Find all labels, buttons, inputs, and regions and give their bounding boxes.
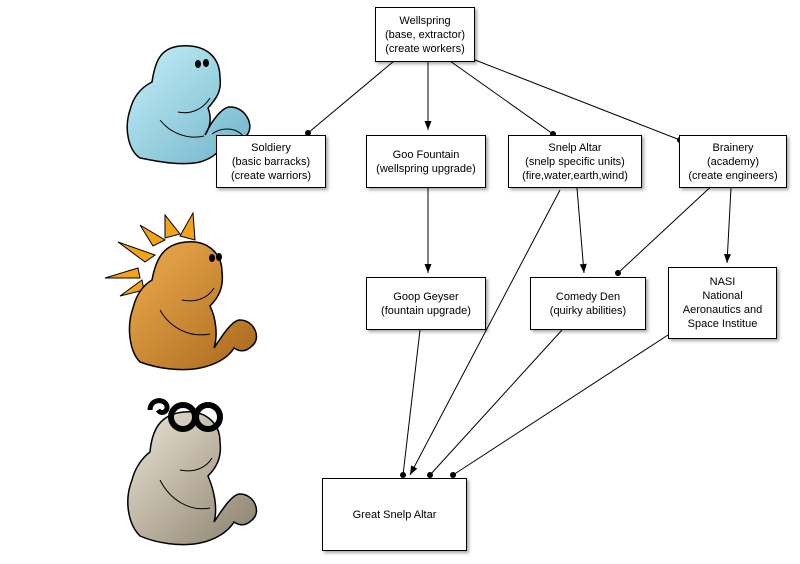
tan-glasses-creature bbox=[127, 398, 258, 546]
blue-creature-mouth bbox=[177, 97, 211, 114]
node-label-line: Soldiery bbox=[251, 141, 291, 154]
glasses-temple bbox=[147, 398, 170, 415]
edge-wellspring-to-snelp_altar bbox=[449, 60, 554, 135]
orange-creature-body bbox=[128, 241, 258, 371]
blue-creature-arm bbox=[159, 119, 205, 138]
edge-arrowhead-icon bbox=[579, 263, 587, 273]
blue-blob-creature bbox=[126, 45, 251, 165]
orange-creature-spike bbox=[104, 267, 141, 279]
node-label-line: (quirky abilities) bbox=[549, 304, 627, 317]
node-label-line: Goo Fountain bbox=[392, 148, 460, 161]
edge-brainery-to-nasi bbox=[726, 187, 732, 264]
node-goo-fountain[interactable]: Goo Fountain(wellspring upgrade) bbox=[366, 135, 486, 188]
orange-creature-spike bbox=[139, 224, 167, 247]
node-label-line: Goop Geyser bbox=[393, 290, 459, 303]
orange-creature-arm bbox=[159, 309, 211, 336]
edge-dot-icon bbox=[305, 130, 311, 136]
node-label-line: (create engineers) bbox=[688, 169, 778, 182]
node-wellspring[interactable]: Wellspring(base, extractor)(create worke… bbox=[375, 7, 475, 62]
edge-dot-icon bbox=[615, 270, 621, 276]
edge-comedy_den-to-great_snelp_altar bbox=[429, 329, 563, 476]
orange-creature-spike bbox=[117, 241, 157, 263]
blue-creature-eye bbox=[195, 60, 201, 68]
node-soldiery[interactable]: Soldiery(basic barracks)(create warriors… bbox=[216, 135, 326, 188]
orange-creature-eye bbox=[209, 254, 215, 262]
edge-arrowhead-icon bbox=[410, 465, 418, 475]
node-label-line: NASI bbox=[709, 276, 736, 288]
node-label-line: Snelp Altar bbox=[548, 141, 602, 154]
orange-creature-spike bbox=[119, 279, 145, 297]
node-label-line: Great Snelp Altar bbox=[352, 508, 437, 521]
node-label-line: (fountain upgrade) bbox=[381, 304, 471, 317]
node-label-line: (basic barracks) bbox=[231, 155, 311, 168]
edge-nasi-to-great_snelp_altar bbox=[452, 334, 669, 476]
tan-creature-body bbox=[127, 411, 258, 546]
node-label-line: (fire,water,earth,wind) bbox=[522, 169, 628, 182]
edge-snelp_altar-to-comedy_den bbox=[576, 187, 585, 274]
glasses-lens-right-icon bbox=[193, 402, 223, 432]
node-label-line: (base, extractor) bbox=[384, 28, 466, 41]
node-comedy-den[interactable]: Comedy Den(quirky abilities) bbox=[530, 277, 646, 330]
tan-creature-mouth bbox=[179, 457, 213, 472]
blue-creature-eye bbox=[203, 59, 209, 67]
node-label-line: (create warriors) bbox=[230, 169, 312, 182]
edge-arrowhead-icon bbox=[723, 253, 731, 263]
node-label-line: Brainery bbox=[712, 141, 754, 154]
node-label-line: (academy) bbox=[707, 155, 759, 168]
tan-creature-arm bbox=[159, 479, 211, 510]
orange-spiky-creature bbox=[104, 211, 258, 371]
orange-creature-spike bbox=[179, 211, 196, 241]
edge-goop_geyser-to-great_snelp_altar bbox=[402, 329, 421, 476]
blue-creature-body bbox=[126, 45, 251, 165]
edge-dot-icon bbox=[400, 472, 406, 478]
orange-creature-eye bbox=[216, 253, 222, 261]
edge-snelp_altar-to-great_snelp_altar bbox=[409, 189, 561, 476]
node-label-line: Wellspring bbox=[399, 14, 451, 27]
node-label-line: Space Institue bbox=[687, 318, 758, 330]
edge-arrowhead-icon bbox=[424, 264, 432, 273]
node-great-snelp-altar[interactable]: Great Snelp Altar bbox=[322, 478, 467, 551]
node-label-line: (snelp specific units) bbox=[525, 155, 625, 168]
node-label-line: Comedy Den bbox=[555, 290, 621, 303]
node-label-line: (create workers) bbox=[385, 42, 465, 55]
edge-dot-icon bbox=[450, 472, 456, 478]
diagram-edges bbox=[305, 57, 733, 478]
edge-wellspring-to-soldiery bbox=[307, 60, 395, 134]
node-label-line: Aeronautics and bbox=[682, 304, 763, 316]
node-brainery[interactable]: Brainery(academy)(create engineers) bbox=[679, 135, 787, 188]
node-label-line: (wellspring upgrade) bbox=[376, 162, 476, 175]
orange-creature-spike bbox=[164, 213, 181, 239]
orange-creature-mouth bbox=[181, 287, 215, 302]
node-label-line: National bbox=[702, 290, 743, 302]
edge-arrowhead-icon bbox=[424, 121, 432, 130]
edge-dot-icon bbox=[427, 472, 433, 478]
edge-wellspring-to-brainery bbox=[469, 57, 681, 141]
node-goop-geyser[interactable]: Goop Geyser(fountain upgrade) bbox=[366, 277, 486, 330]
node-snelp-altar[interactable]: Snelp Altar(snelp specific units)(fire,w… bbox=[508, 135, 642, 188]
